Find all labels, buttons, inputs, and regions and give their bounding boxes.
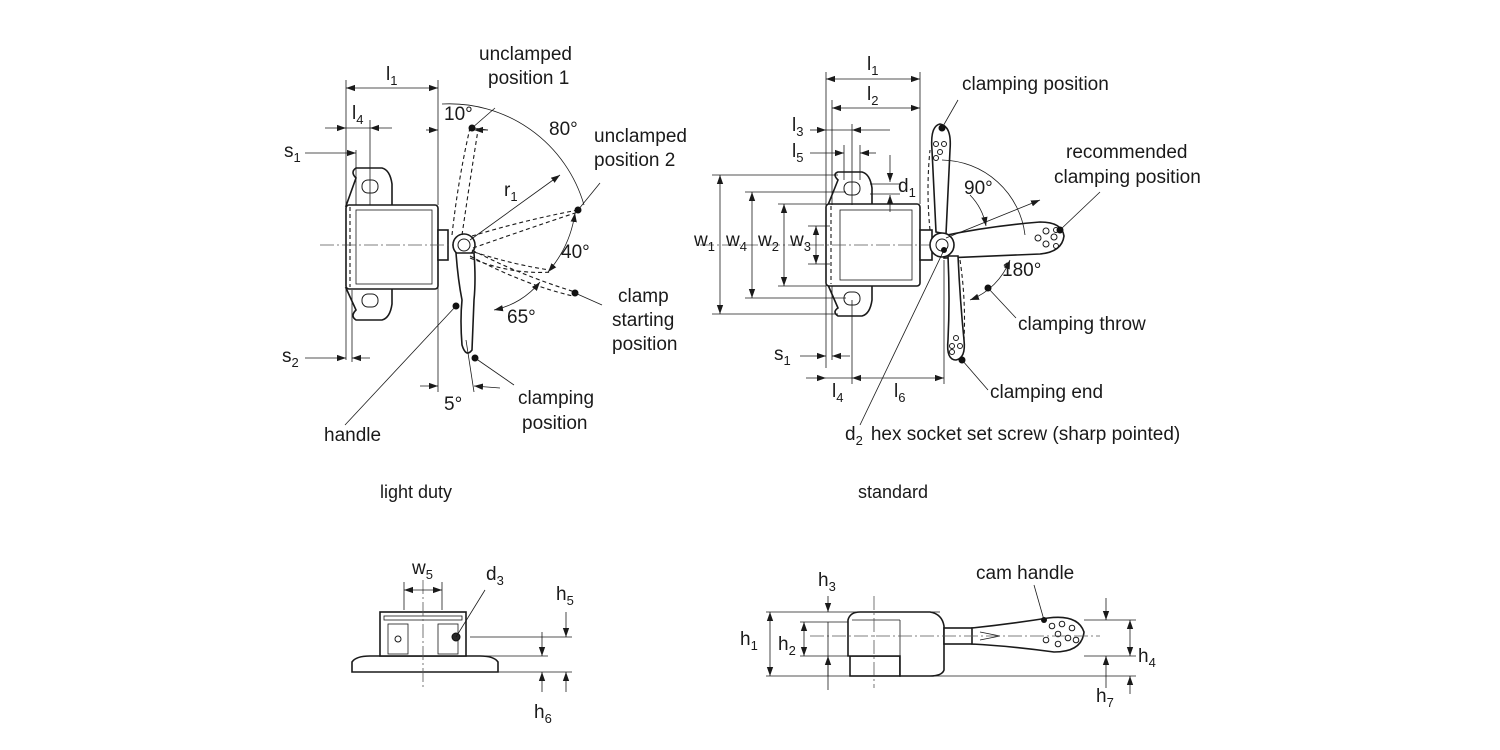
caption-light-duty: light duty <box>380 482 452 502</box>
standard-handle-up <box>930 123 952 235</box>
callout-clamp-start-a: clamp <box>618 286 669 307</box>
std-side-base <box>849 655 901 677</box>
callout-cam-handle: cam handle <box>976 563 1074 584</box>
angle-10: 10° <box>444 104 473 125</box>
dim-l5: l5 <box>792 141 803 165</box>
light-duty-top-view <box>305 80 603 426</box>
dim-l3: l3 <box>792 115 803 139</box>
caption-standard: standard <box>858 482 928 502</box>
callout-clamping-pos-a: clamping <box>518 388 594 409</box>
callout-unclamped-2-b: position 2 <box>594 150 675 171</box>
angle-5: 5° <box>444 394 462 415</box>
dim-d3: d3 <box>486 564 504 588</box>
standard-cam-handle <box>941 221 1065 259</box>
dim-h1: h1 <box>740 629 758 653</box>
dim-l6: l6 <box>894 381 905 405</box>
dim-h3: h3 <box>818 570 836 594</box>
callout-clamp-start-c: position <box>612 334 678 355</box>
angle-40: 40° <box>561 242 590 263</box>
light-duty-side-view <box>351 580 572 692</box>
callout-clamping-position: clamping position <box>962 74 1109 95</box>
callout-clamping-throw: clamping throw <box>1018 314 1146 335</box>
dim-h2: h2 <box>778 634 796 658</box>
slot-hole-bottom <box>361 293 379 308</box>
standard-side-view <box>766 584 1136 694</box>
angle-90: 90° <box>964 178 993 199</box>
dim-l1-light: l1 <box>386 64 397 88</box>
dim-w4: w4 <box>725 230 747 254</box>
standard-top-view <box>700 72 1101 426</box>
dim-h7: h7 <box>1096 686 1114 710</box>
dim-s1-light: s1 <box>284 141 301 165</box>
standard-base-plate-bottom <box>826 284 873 317</box>
light-duty-base-plate-bottom <box>344 287 393 321</box>
angle-80: 80° <box>549 119 578 140</box>
dim-w2: w2 <box>757 230 779 254</box>
dim-w5: w5 <box>411 558 433 582</box>
standard-base-plate-top <box>826 171 873 206</box>
light-duty-base-plate <box>344 167 393 207</box>
dim-h5: h5 <box>556 584 574 608</box>
callout-clamping-pos-b: position <box>522 413 588 434</box>
angle-65: 65° <box>507 307 536 328</box>
light-side-base <box>351 655 499 673</box>
dim-s1-standard: s1 <box>774 344 791 368</box>
dim-l4-light: l4 <box>352 103 363 127</box>
std-side-cam-handle <box>971 616 1085 653</box>
dim-d1: d1 <box>898 176 916 200</box>
callout-handle: handle <box>324 425 381 446</box>
standard-handle-down <box>946 255 966 361</box>
dim-h6: h6 <box>534 702 552 726</box>
dim-l4-standard: l4 <box>832 381 843 405</box>
callout-unclamped-1-a: unclamped <box>479 44 572 65</box>
dim-w3: w3 <box>789 230 811 254</box>
callout-recommended-b: clamping position <box>1054 167 1201 188</box>
callout-unclamped-1-b: position 1 <box>488 68 569 89</box>
dim-r1: r1 <box>504 180 518 204</box>
light-duty-handle <box>455 252 476 354</box>
callout-clamp-start-b: starting <box>612 310 674 331</box>
dim-w1: w1 <box>693 230 715 254</box>
dim-l2: l2 <box>867 84 878 108</box>
dim-h4: h4 <box>1138 646 1156 670</box>
light-duty-housing <box>345 204 439 290</box>
angle-180: 180° <box>1002 260 1041 281</box>
callout-recommended-a: recommended <box>1066 142 1187 163</box>
callout-clamping-end: clamping end <box>990 382 1103 403</box>
dim-s2-light: s2 <box>282 346 299 370</box>
callout-unclamped-2-a: unclamped <box>594 126 687 147</box>
dim-l1-standard: l1 <box>867 54 878 78</box>
